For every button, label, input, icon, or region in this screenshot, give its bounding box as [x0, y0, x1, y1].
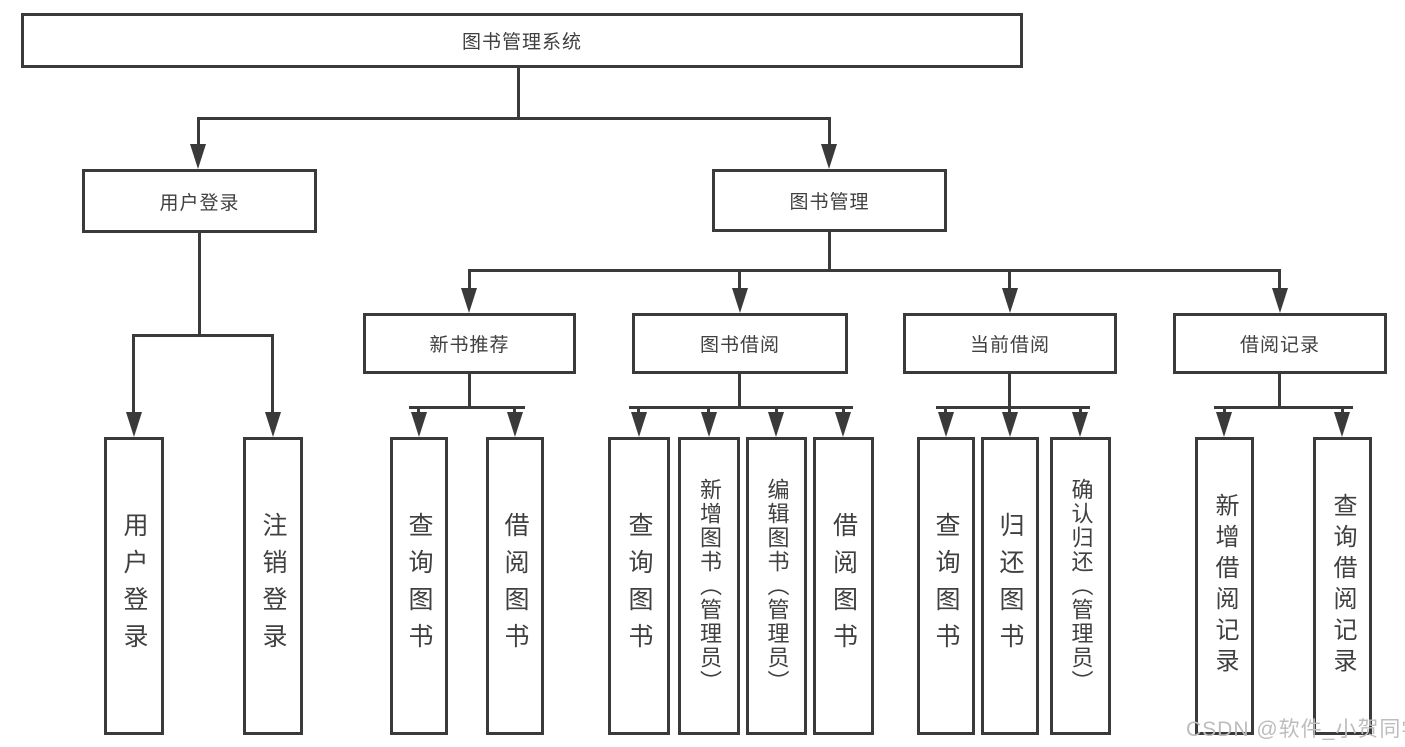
- connector-line: [468, 374, 471, 408]
- arrowhead-icon: [1072, 412, 1088, 437]
- node-label: 查询图书: [625, 512, 653, 660]
- node-leaf-confirm-return-admin: 确认归还（管理员）: [1050, 437, 1111, 735]
- arrowhead-icon: [1272, 288, 1288, 313]
- connector-line: [468, 269, 471, 290]
- arrowhead-icon: [1216, 412, 1232, 437]
- node-label: 当前借阅: [969, 335, 1050, 356]
- node-user-login: 用户登录: [82, 169, 317, 233]
- node-label: 借阅记录: [1239, 335, 1320, 356]
- connector-line: [1008, 269, 1011, 290]
- connector-line: [828, 117, 831, 146]
- node-leaf-query-borrow-record: 查询借阅记录: [1313, 437, 1372, 735]
- connector-line: [1278, 374, 1281, 408]
- node-leaf-borrow-books: 借阅图书: [813, 437, 874, 735]
- node-leaf-logout: 注销登录: [243, 437, 303, 735]
- connector-line: [513, 406, 516, 414]
- node-leaf-add-borrow-record: 新增借阅记录: [1195, 437, 1254, 735]
- arrowhead-icon: [701, 412, 717, 437]
- connector-line: [1008, 374, 1011, 408]
- connector-line: [637, 406, 640, 414]
- connector-line: [828, 232, 831, 271]
- connector-line: [1214, 406, 1353, 409]
- node-label: 图书管理系统: [461, 32, 582, 53]
- arrowhead-icon: [835, 412, 851, 437]
- node-label: 查询图书: [405, 512, 433, 660]
- node-leaf-add-book-admin: 新增图书（管理员）: [678, 437, 740, 735]
- node-book-management: 图书管理: [712, 169, 947, 232]
- node-label: 新增借阅记录: [1211, 493, 1238, 679]
- node-label: 新书推荐: [429, 335, 510, 356]
- arrowhead-icon: [265, 412, 281, 437]
- node-leaf-borrow-books: 借阅图书: [486, 437, 544, 735]
- arrowhead-icon: [1334, 412, 1350, 437]
- node-leaf-user-login: 用户登录: [104, 437, 164, 735]
- node-leaf-edit-book-admin: 编辑图书（管理员）: [746, 437, 807, 735]
- connector-line: [1341, 406, 1344, 414]
- node-label: 借阅图书: [501, 512, 529, 660]
- connector-line: [944, 406, 947, 414]
- node-label: 编辑图书（管理员）: [764, 478, 790, 694]
- node-label: 查询图书: [932, 512, 960, 660]
- arrowhead-icon: [1002, 288, 1018, 313]
- arrowhead-icon: [190, 144, 206, 169]
- connector-line: [738, 374, 741, 408]
- connector-line: [417, 406, 420, 414]
- node-leaf-query-books: 查询图书: [917, 437, 975, 735]
- node-new-book-recommend: 新书推荐: [363, 313, 576, 374]
- node-label: 确认归还（管理员）: [1068, 478, 1094, 694]
- node-label: 新增图书（管理员）: [697, 478, 722, 694]
- arrowhead-icon: [461, 288, 477, 313]
- connector-line: [842, 406, 845, 414]
- node-borrow-records: 借阅记录: [1173, 313, 1387, 374]
- node-label: 查询借阅记录: [1329, 493, 1356, 679]
- connector-line: [132, 334, 135, 414]
- node-label: 归还图书: [996, 512, 1024, 660]
- connector-line: [707, 406, 710, 414]
- connector-line: [1278, 269, 1281, 290]
- node-book-borrow: 图书借阅: [632, 313, 848, 374]
- node-root-system: 图书管理系统: [21, 13, 1023, 68]
- connector-line: [936, 406, 1090, 409]
- arrowhead-icon: [126, 412, 142, 437]
- connector-line: [629, 406, 853, 409]
- connector-line: [738, 269, 741, 290]
- arrowhead-icon: [821, 144, 837, 169]
- connector-line: [775, 406, 778, 414]
- node-leaf-query-books: 查询图书: [608, 437, 670, 735]
- connector-line: [517, 68, 520, 120]
- connector-line: [1008, 406, 1011, 414]
- node-current-borrow: 当前借阅: [903, 313, 1117, 374]
- arrowhead-icon: [631, 412, 647, 437]
- connector-line: [1079, 406, 1082, 414]
- node-label: 图书借阅: [699, 335, 780, 356]
- node-leaf-return-book: 归还图书: [981, 437, 1039, 735]
- arrowhead-icon: [732, 288, 748, 313]
- arrowhead-icon: [1002, 412, 1018, 437]
- arrowhead-icon: [411, 412, 427, 437]
- arrowhead-icon: [768, 412, 784, 437]
- node-label: 注销登录: [259, 512, 287, 660]
- connector-line: [132, 334, 273, 337]
- connector-line: [197, 117, 831, 120]
- node-leaf-query-books: 查询图书: [390, 437, 448, 735]
- node-label: 用户登录: [120, 512, 148, 660]
- connector-line: [1223, 406, 1226, 414]
- connector-line: [198, 233, 201, 336]
- connector-line: [468, 269, 1280, 272]
- connector-line: [271, 334, 274, 414]
- connector-line: [409, 406, 525, 409]
- arrowhead-icon: [938, 412, 954, 437]
- node-label: 图书管理: [789, 192, 870, 213]
- csdn-watermark: CSDN @软件_小贺同学: [1186, 718, 1405, 741]
- node-label: 用户登录: [159, 192, 240, 214]
- arrowhead-icon: [507, 412, 523, 437]
- node-label: 借阅图书: [829, 512, 858, 660]
- connector-line: [197, 117, 200, 146]
